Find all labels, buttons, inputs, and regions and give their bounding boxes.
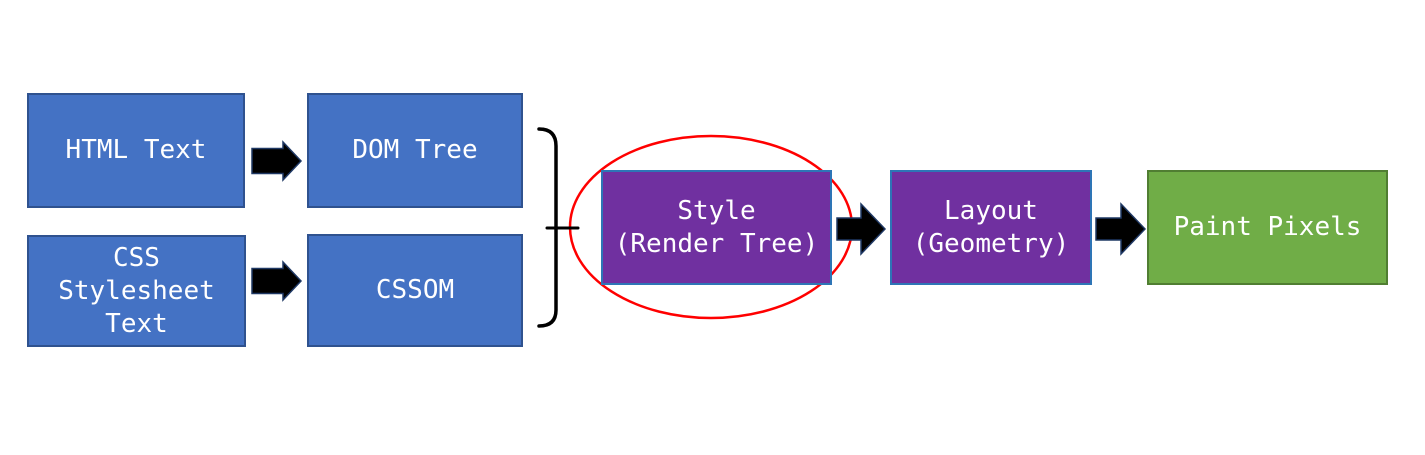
node-paint-pixels: Paint Pixels [1147, 170, 1388, 285]
node-style-render-tree: Style (Render Tree) [601, 170, 832, 285]
node-dom-tree: DOM Tree [307, 93, 523, 208]
flow-arrow-icon [836, 202, 887, 256]
flow-arrow-icon [1095, 202, 1147, 256]
node-layout-geometry: Layout (Geometry) [890, 170, 1092, 285]
node-cssom: CSSOM [307, 234, 523, 347]
flow-arrow-icon [251, 140, 303, 182]
node-html-text: HTML Text [27, 93, 245, 208]
node-css-stylesheet-text: CSS Stylesheet Text [27, 235, 246, 347]
flow-arrow-icon [251, 260, 303, 302]
